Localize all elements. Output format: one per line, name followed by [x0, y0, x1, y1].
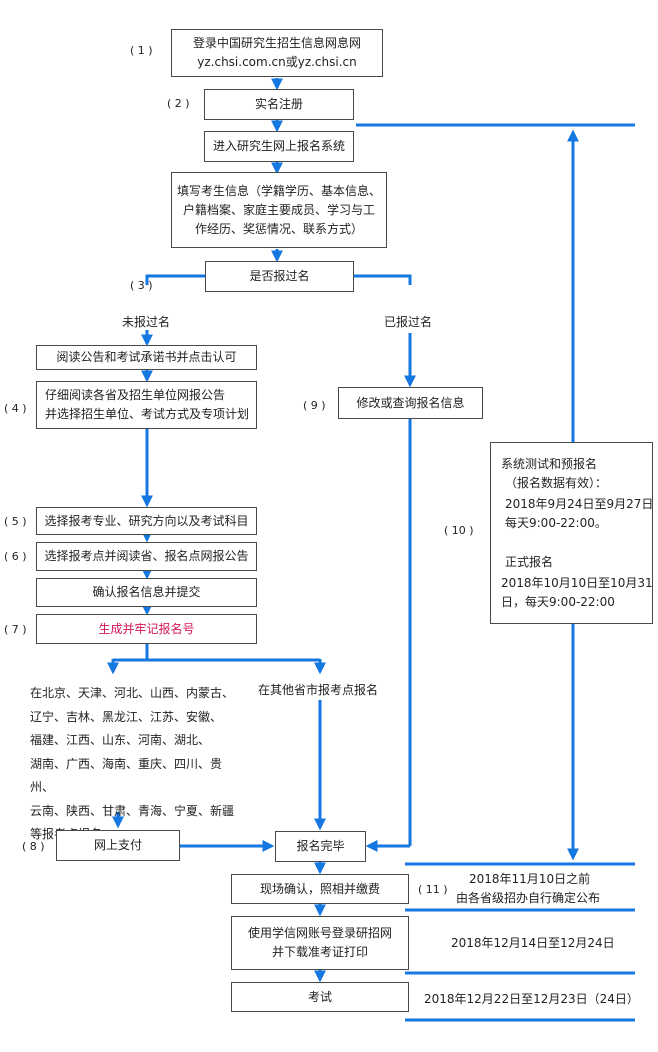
region-line: 辽宁、吉林、黑龙江、江苏、安徽、	[30, 709, 223, 724]
step-exam: 考试	[231, 982, 409, 1012]
step-registered-decision: 是否报过名	[205, 261, 354, 292]
region-line: 福建、江西、山东、河南、湖北、	[30, 733, 211, 747]
step-fill-line1: 填写考生信息（学籍学历、基本信息、	[176, 183, 381, 198]
step-register: 实名注册	[204, 89, 354, 120]
step-read-notice: 阅读公告和考试承诺书并点击认可	[36, 345, 257, 370]
step-9-number: ( 9 )	[303, 399, 326, 412]
formal-registration-hours: 日，每天9:00-22:00	[501, 595, 615, 609]
step-read-label: 阅读公告和考试承诺书并点击认可	[56, 350, 237, 364]
step-fill-info: 填写考生信息（学籍学历、基本信息、 户籍档案、家庭主要成员、学习与工 作经历、奖…	[171, 172, 387, 248]
step-enter-system: 进入研究生网上报名系统	[204, 131, 354, 162]
step-8-number: ( 8 )	[22, 840, 45, 853]
step-register-label: 实名注册	[254, 97, 303, 111]
step-11-number: ( 11 )	[418, 883, 448, 896]
step-choose-unit-line2: 并选择招生单位、考试方式及专项计划	[45, 407, 250, 421]
step-fill-line2: 户籍档案、家庭主要成员、学习与工	[182, 202, 375, 217]
step-6-number: ( 6 )	[4, 550, 27, 563]
step-5-number: ( 5 )	[4, 515, 27, 528]
step-choose-site-label: 选择报考点并阅读省、报名点网报公告	[44, 549, 249, 563]
branch-not-registered: 未报过名	[122, 315, 171, 329]
step-10-number: ( 10 )	[444, 524, 474, 537]
step-4-number: ( 4 )	[4, 402, 27, 415]
step-online-payment: 网上支付	[56, 830, 180, 861]
step-login-line2: yz.chsi.com.cn或yz.chsi.cn	[197, 55, 357, 69]
branch-registered: 已报过名	[384, 315, 433, 329]
step-choose-major: 选择报考专业、研究方向以及考试科目	[36, 507, 257, 535]
step-3-number: ( 3 )	[130, 279, 153, 292]
formal-registration-title: 正式报名	[505, 555, 554, 569]
step-7-number: ( 7 )	[4, 623, 27, 636]
step-login-site: 登录中国研究生招生信息网息网 yz.chsi.com.cn或yz.chsi.cn	[171, 29, 383, 77]
step-onsite-label: 现场确认，照相并缴费	[259, 881, 380, 896]
pre-registration-note: （报名数据有效）：	[505, 476, 608, 490]
step-registration-done: 报名完毕	[275, 831, 366, 862]
step-choose-unit: 仔细阅读各省及招生单位网报公告 并选择招生单位、考试方式及专项计划	[36, 381, 257, 429]
step-done-label: 报名完毕	[296, 839, 345, 853]
pre-registration-dates: 2018年9月24日至9月27日	[505, 497, 654, 511]
pre-registration-hours: 每天9:00-22:00。	[505, 516, 607, 530]
region-line: 湖南、广西、海南、重庆、四川、贵州、	[30, 756, 223, 795]
pre-registration-title: 系统测试和预报名	[501, 457, 598, 471]
region-line: 云南、陕西、甘肃、青海、宁夏、新疆	[30, 803, 235, 818]
step-enter-label: 进入研究生网上报名系统	[212, 139, 345, 153]
step-modify-info: 修改或查询报名信息	[338, 387, 483, 419]
step-login-line1: 登录中国研究生招生信息网息网	[192, 36, 361, 50]
step-choose-exam-site: 选择报考点并阅读省、报名点网报公告	[36, 542, 257, 571]
decision-label: 是否报过名	[249, 269, 310, 283]
step-choose-major-label: 选择报考专业、研究方向以及考试科目	[44, 513, 249, 528]
step-exam-label: 考试	[307, 989, 332, 1004]
other-region-label: 在其他省市报考点报名	[258, 683, 379, 697]
exam-dates: 2018年12月22日至12月23日（24日）	[424, 992, 639, 1006]
step-generate-number: 生成并牢记报名号	[36, 614, 257, 644]
onsite-deadline: 2018年11月10日之前	[469, 872, 591, 886]
step-download-line2: 并下载准考证打印	[271, 945, 368, 959]
step-choose-unit-line1: 仔细阅读各省及招生单位网报公告	[45, 388, 226, 402]
step-generate-label: 生成并牢记报名号	[98, 621, 195, 636]
region-list: 在北京、天津、河北、山西、内蒙古、 辽宁、吉林、黑龙江、江苏、安徽、 福建、江西…	[30, 682, 245, 847]
step-1-number: ( 1 )	[130, 44, 153, 57]
step-onsite-confirm: 现场确认，照相并缴费	[231, 874, 409, 904]
step-payment-label: 网上支付	[93, 838, 142, 852]
formal-registration-dates: 2018年10月10日至10月31	[501, 576, 653, 590]
step-download-line1: 使用学信网账号登录研招网	[247, 926, 392, 940]
step-fill-line3: 作经历、奖惩情况、联系方式）	[194, 221, 363, 236]
step-2-number: ( 2 )	[167, 97, 190, 110]
step-confirm-label: 确认报名信息并提交	[92, 585, 201, 599]
step-download-admission: 使用学信网账号登录研招网 并下载准考证打印	[231, 916, 409, 970]
download-dates: 2018年12月14日至12月24日	[451, 936, 615, 950]
registration-period-box: 系统测试和预报名 （报名数据有效）： 2018年9月24日至9月27日 每天9:…	[490, 442, 653, 624]
step-modify-label: 修改或查询报名信息	[356, 395, 465, 410]
onsite-deadline-note: 由各省级招办自行确定公布	[456, 891, 601, 905]
step-confirm-submit: 确认报名信息并提交	[36, 578, 257, 607]
region-line: 在北京、天津、河北、山西、内蒙古、	[30, 686, 235, 700]
